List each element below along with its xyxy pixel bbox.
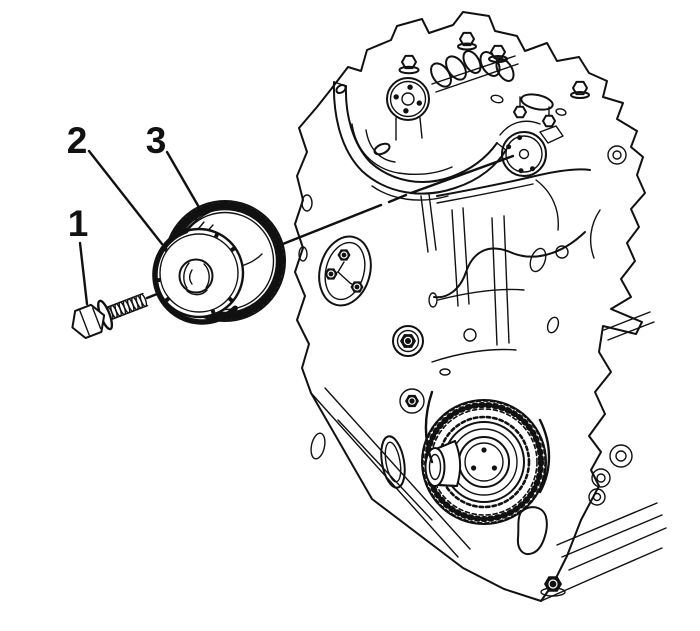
hex-bolt xyxy=(350,281,364,293)
actuator-retainer-c-ring xyxy=(152,228,238,325)
hex-bolt xyxy=(572,80,588,96)
callout-2: 2 xyxy=(67,120,164,246)
callout-2-label: 2 xyxy=(67,120,88,161)
flange-bolt-dot xyxy=(416,100,422,106)
flange-bolt-dot xyxy=(530,166,535,172)
hex-bolt xyxy=(401,54,417,70)
leader-line-1 xyxy=(78,241,89,306)
callout-1: 1 xyxy=(68,203,89,306)
stud-nut xyxy=(542,114,556,128)
front-cover-gasket-surface xyxy=(332,81,507,201)
flange-bolt-dot xyxy=(403,108,409,114)
flange-bolt-dot xyxy=(506,144,512,150)
axis-line-segment xyxy=(409,154,515,195)
flange-bolt-dot xyxy=(393,94,399,100)
camshaft-actuator-sprocket xyxy=(152,200,286,325)
valve-cover-openings xyxy=(490,93,567,116)
three-bolt-boss xyxy=(318,235,372,307)
hex-bolt xyxy=(337,249,351,261)
hex-bolt xyxy=(459,31,475,47)
callout-1-label: 1 xyxy=(68,203,89,244)
hex-bolt xyxy=(324,268,338,280)
flange-bolt-dot xyxy=(407,84,413,90)
camshaft-lobes xyxy=(430,50,519,93)
actuator-bolt xyxy=(71,292,149,340)
axis-line-dash xyxy=(387,193,408,204)
flange-bolt-dot xyxy=(518,168,524,174)
engine-assembly-illustration xyxy=(294,11,667,602)
bolt-head-facets xyxy=(79,307,102,336)
coolant-pipes-and-tubes xyxy=(420,168,591,346)
crankshaft-sprocket-and-chain xyxy=(421,390,551,525)
cylinder-head-bolts xyxy=(398,31,590,128)
callout-3: 3 xyxy=(146,120,202,211)
stud-nut xyxy=(513,105,527,119)
engine-silhouette xyxy=(294,11,646,602)
hex-bolt xyxy=(405,394,419,408)
hex-bolt xyxy=(490,44,506,60)
engine-detail-lines xyxy=(298,145,667,602)
flange-bolt-dot xyxy=(517,135,523,141)
intake-camshaft-flange xyxy=(386,77,430,141)
callout-3-label: 3 xyxy=(146,120,167,161)
leader-line-2 xyxy=(87,149,164,246)
exhaust-camshaft-flange xyxy=(499,120,564,177)
hex-bolt xyxy=(400,334,416,348)
center-bore-detail xyxy=(183,262,210,296)
leader-line-3 xyxy=(165,150,202,211)
actuator-center-bore xyxy=(178,258,214,294)
hex-nut xyxy=(544,576,562,592)
